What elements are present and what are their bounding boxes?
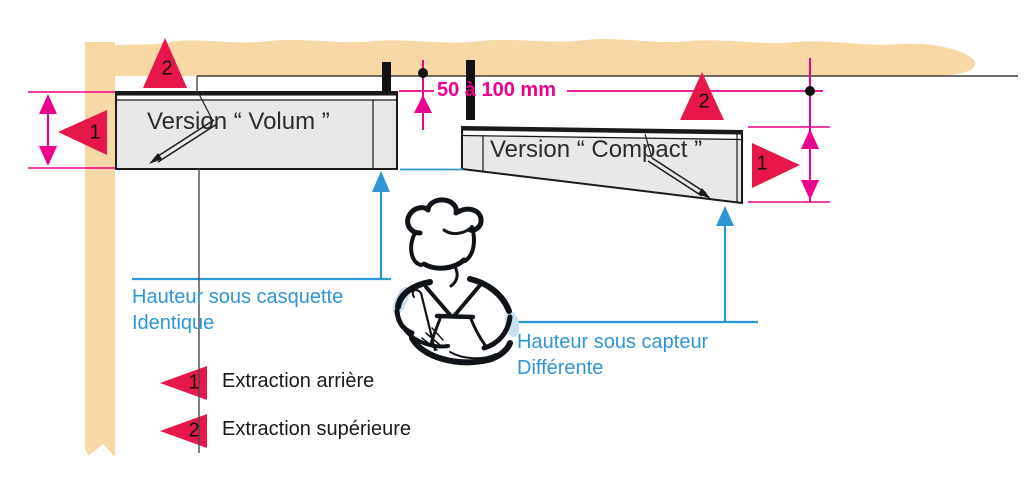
legend-number-1: 1 — [188, 371, 200, 394]
casquette-caption: Hauteur sous casquette Identique — [132, 284, 343, 336]
marker-number-rear-volum: 1 — [89, 121, 101, 144]
gap-dimension-label: 50 à 100 mm — [437, 79, 556, 101]
ceiling-band — [85, 38, 976, 76]
volum-hood-label: Version “ Volum ” — [147, 108, 330, 135]
marker-top-compact — [680, 72, 724, 120]
marker-number-rear-compact: 1 — [756, 152, 768, 175]
casquette-callout-lines — [132, 168, 463, 281]
legend-label-top-extraction: Extraction supérieure — [222, 418, 411, 440]
capteur-caption: Hauteur sous capteur Différente — [517, 329, 708, 381]
volum-hood-shape — [115, 91, 398, 170]
marker-triangles — [58, 38, 800, 448]
wall-band — [85, 42, 115, 457]
marker-number-top-volum: 2 — [161, 57, 173, 80]
capteur-caption-line1: Hauteur sous capteur — [517, 331, 709, 353]
compact-hood-shape — [461, 125, 743, 205]
legend-triangle-1 — [160, 366, 207, 400]
legend-number-2: 2 — [188, 419, 200, 442]
marker-rear-compact — [752, 143, 800, 188]
marker-top-volum — [143, 38, 187, 88]
casquette-caption-line1: Hauteur sous casquette — [132, 286, 344, 308]
reference-line — [196, 76, 200, 453]
capteur-caption-line2: Différente — [517, 357, 604, 379]
legend-label-rear-extraction: Extraction arrière — [222, 370, 375, 392]
chef-figure — [393, 197, 520, 366]
exhaust-ducts — [382, 60, 475, 120]
marker-number-top-compact: 2 — [698, 90, 710, 113]
legend-triangle-2 — [160, 414, 207, 448]
compact-hood-label: Version “ Compact ” — [490, 136, 703, 163]
right-height-dimension — [748, 58, 830, 203]
casquette-caption-line2: Identique — [132, 312, 215, 334]
marker-rear-volum — [58, 110, 107, 155]
capteur-callout-lines — [513, 206, 758, 324]
left-height-dimension — [28, 91, 115, 169]
